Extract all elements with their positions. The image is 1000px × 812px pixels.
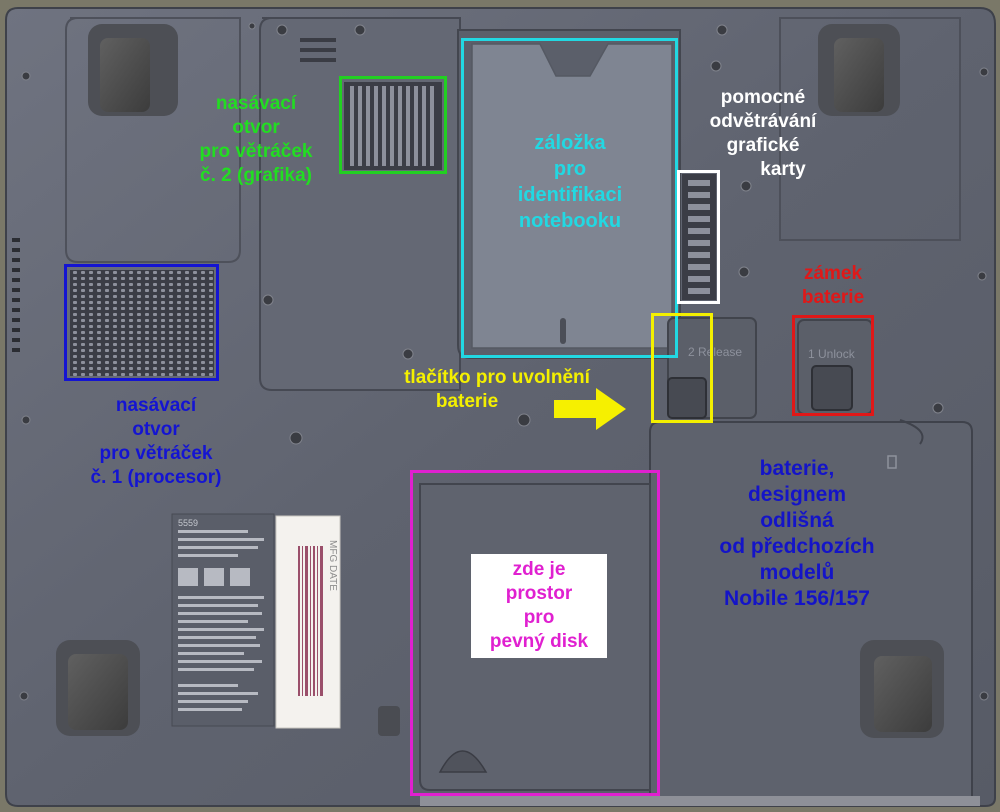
hdd-bay-box bbox=[410, 470, 660, 796]
side-vent-slots bbox=[12, 238, 20, 352]
battery-lock-box bbox=[792, 315, 874, 416]
hdd-bay-label: zde je prostor pro pevný disk bbox=[471, 554, 607, 658]
release-arrow-icon bbox=[554, 388, 626, 430]
gpu-aux-vent-box bbox=[677, 170, 720, 304]
lock-latch-knob[interactable] bbox=[811, 365, 853, 411]
cover-slots bbox=[300, 38, 336, 62]
rubber-foot-top-left bbox=[88, 24, 178, 116]
id-tab-slot bbox=[560, 318, 566, 344]
gpu-aux-vent bbox=[682, 174, 716, 300]
hdd-latch[interactable] bbox=[438, 750, 488, 773]
battery-release-box bbox=[651, 313, 713, 423]
battery-label: baterie, designem odlišná od předchozích… bbox=[719, 457, 875, 610]
mfg-date: MFG DATE bbox=[327, 540, 338, 591]
battery-latch-cutout bbox=[899, 419, 924, 445]
barcode-sticker: MFG DATE bbox=[275, 515, 341, 729]
right-panel-outline bbox=[779, 17, 961, 241]
rubber-foot-bottom-right bbox=[860, 640, 944, 738]
gpu-fan-grill bbox=[344, 82, 442, 170]
rubber-foot-bottom-left bbox=[56, 640, 140, 736]
rubber-foot-top-right bbox=[818, 24, 900, 116]
regulatory-label: 5559 bbox=[171, 513, 275, 727]
battery-release-label: tlačítko pro uvolnění baterie bbox=[404, 367, 590, 412]
rear-edge-strip bbox=[420, 796, 980, 806]
unlock-marking: 1 Unlock bbox=[808, 347, 856, 361]
id-tab-label: záložka pro identifikaci notebooku bbox=[517, 132, 623, 232]
small-foot bbox=[378, 706, 400, 736]
screws bbox=[19, 22, 989, 701]
battery-icon bbox=[887, 455, 897, 469]
gpu-fan-intake-label: nasávací otvor pro větráček č. 2 (grafik… bbox=[199, 93, 313, 186]
memory-cover bbox=[259, 17, 461, 391]
cpu-fan-intake-label: nasávací otvor pro větráček č. 1 (proces… bbox=[90, 395, 222, 488]
cpu-fan-intake-box bbox=[64, 264, 219, 381]
gpu-aux-vent-label: pomocné odvětrávání grafické karty bbox=[709, 87, 817, 180]
id-tab-sticker bbox=[471, 43, 673, 349]
id-tab-box bbox=[461, 38, 678, 358]
battery-lock-label: zámek baterie bbox=[801, 263, 865, 308]
release-marking: 2 Release bbox=[688, 345, 742, 359]
cpu-fan-grill bbox=[70, 270, 214, 376]
model-number: 5559 bbox=[178, 518, 198, 528]
gpu-fan-intake-box bbox=[339, 76, 447, 174]
left-panel-outline bbox=[65, 17, 241, 263]
release-latch-knob[interactable] bbox=[667, 377, 707, 419]
